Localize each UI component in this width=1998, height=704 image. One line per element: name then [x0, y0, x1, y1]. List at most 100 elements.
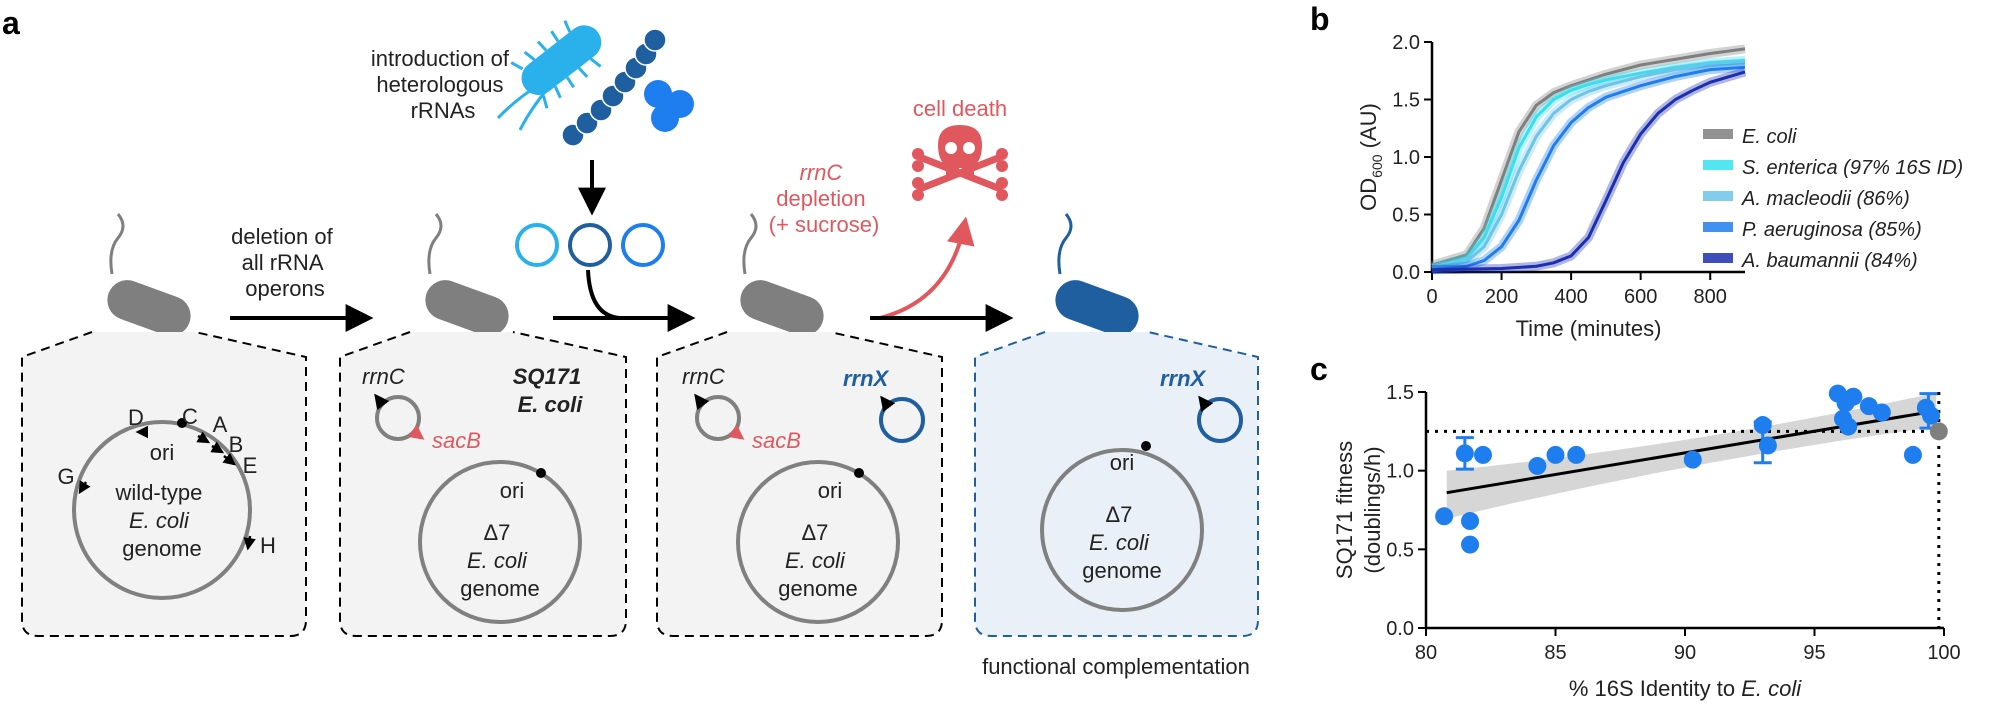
y-tick-label: 1.0: [1386, 461, 1414, 483]
svg-text:Δ7 E. coli genome: Δ7 E. coli genome: [460, 520, 540, 601]
cell-icon-4: [1055, 213, 1139, 336]
svg-text:SQ171 E. coli: SQ171 E. coli: [513, 364, 588, 417]
data-point: [1839, 417, 1858, 436]
cell-death-arrow: [879, 216, 975, 320]
svg-text:rrnC: rrnC: [362, 364, 405, 389]
data-point: [1528, 456, 1547, 475]
legend-swatch: [1703, 191, 1733, 201]
legend-label: A. macleodii (86%): [1741, 188, 1910, 210]
cell-icon-2: [425, 213, 509, 336]
data-point: [1872, 403, 1891, 422]
series-line: [1431, 58, 1746, 269]
plasmid-merge-curve: [586, 269, 621, 320]
x-axis-label: % 16S Identity to E. coli: [1569, 676, 1802, 701]
cell-icon-3: [740, 213, 824, 336]
operon-H: H: [260, 533, 276, 558]
legend-swatch: [1703, 129, 1733, 139]
data-point: [1683, 450, 1702, 469]
x-tick-label: 0: [1426, 286, 1437, 308]
heterologous-bacteria-icon: [496, 20, 694, 147]
legend-label: A. baumannii (84%): [1741, 250, 1918, 272]
introduction-label: introduction of heterologous rRNAs: [371, 46, 515, 123]
series-line: [1431, 70, 1746, 272]
fitness-scatter-chart: 0.0 0.5 1.0 1.5 80 85 90 95 100 % 16S Identity to…: [1332, 382, 1961, 701]
legend-swatch: [1703, 253, 1733, 263]
data-point: [1546, 445, 1565, 464]
data-point: [1922, 406, 1941, 425]
y-tick-label: 2.0: [1392, 32, 1420, 54]
x-tick-label: 100: [1927, 642, 1960, 664]
box-sq171: rrnC sacB SQ171 E. coli ori Δ7 E. coli g…: [339, 331, 627, 637]
operon-B: B: [229, 432, 244, 457]
data-point: [1473, 445, 1492, 464]
x-tick-label: 80: [1415, 642, 1437, 664]
y-tick-label: 1.0: [1392, 147, 1420, 169]
x-tick-label: 600: [1624, 286, 1657, 308]
panel-c-letter: c: [1310, 351, 1328, 387]
data-point: [1461, 512, 1480, 531]
x-tick-label: 800: [1694, 286, 1727, 308]
legend-label: S. enterica (97% 16S ID): [1742, 157, 1963, 179]
operon-D: D: [128, 405, 144, 430]
svg-text:ori: ori: [500, 478, 524, 503]
data-point: [1753, 416, 1772, 435]
functional-complementation-label: functional complementation: [982, 654, 1250, 679]
series-line: [1431, 61, 1746, 271]
legend-swatch: [1703, 160, 1733, 170]
operon-E: E: [243, 453, 258, 478]
x-tick-label: 85: [1544, 642, 1566, 664]
x-tick-label: 200: [1485, 286, 1518, 308]
y-tick-label: 1.5: [1386, 382, 1414, 404]
data-point: [1567, 445, 1586, 464]
svg-text:ori: ori: [1110, 450, 1134, 475]
svg-text:rrnC: rrnC: [682, 364, 725, 389]
svg-text:wild-type E. coli: wild-type E. coli genome: [115, 480, 209, 561]
rrnc-depletion-label: rrnC depletion (+ sucrose): [769, 160, 880, 237]
box-swap: rrnC sacB rrnX ori Δ7 E. coli genome: [656, 331, 943, 637]
data-point: [1461, 535, 1480, 554]
y-axis-label: SQ171 fitness(doublings/h): [1332, 441, 1385, 579]
box-wild-type: ori wild-type E. coli genome D C A B E G…: [21, 331, 307, 637]
y-tick-label: 0.5: [1392, 205, 1420, 227]
x-axis-label: Time (minutes): [1516, 316, 1662, 341]
operon-C: C: [182, 404, 198, 429]
data-point: [1903, 445, 1922, 464]
box-complemented: rrnX ori Δ7 E. coli genome: [974, 331, 1259, 637]
data-point: [1455, 444, 1474, 463]
svg-text:sacB: sacB: [432, 428, 481, 453]
y-tick-label: 1.5: [1392, 90, 1420, 112]
series-line: [1431, 65, 1746, 272]
plasmid-library: [515, 223, 665, 267]
skull-icon: [912, 125, 1008, 201]
y-axis-label: OD600 (AU): [1356, 103, 1385, 211]
svg-text:Δ7 E. coli genome: Δ7 E. coli genome: [1082, 502, 1162, 583]
x-tick-label: 90: [1674, 642, 1696, 664]
data-point: [1844, 387, 1863, 406]
cell-death-label: cell death: [913, 96, 1007, 121]
legend-label: P. aeruginosa (85%): [1742, 219, 1922, 241]
svg-text:rrnX: rrnX: [843, 366, 890, 391]
y-tick-label: 0.5: [1386, 539, 1414, 561]
svg-text:Δ7 E. coli genome: Δ7 E. coli genome: [778, 520, 858, 601]
operon-A: A: [213, 412, 228, 437]
operon-G: G: [57, 464, 74, 489]
svg-text:ori: ori: [818, 478, 842, 503]
svg-text:ori: ori: [150, 440, 174, 465]
deletion-label: deletion of all rRNA operons: [231, 224, 339, 301]
svg-text:rrnX: rrnX: [1160, 366, 1207, 391]
series-line: [1431, 47, 1746, 267]
y-tick-label: 0.0: [1386, 618, 1414, 640]
svg-text:sacB: sacB: [752, 428, 801, 453]
panel-b-letter: b: [1310, 1, 1330, 37]
legend-swatch: [1703, 222, 1733, 232]
cell-icon-1: [107, 213, 191, 336]
y-tick-label: 0.0: [1392, 262, 1420, 284]
panel-a-letter: a: [2, 5, 20, 41]
x-tick-label: 400: [1554, 286, 1587, 308]
data-point: [1758, 436, 1777, 455]
ecoli-reference-point: [1929, 422, 1948, 441]
x-tick-label: 95: [1803, 642, 1825, 664]
data-point: [1435, 507, 1454, 526]
